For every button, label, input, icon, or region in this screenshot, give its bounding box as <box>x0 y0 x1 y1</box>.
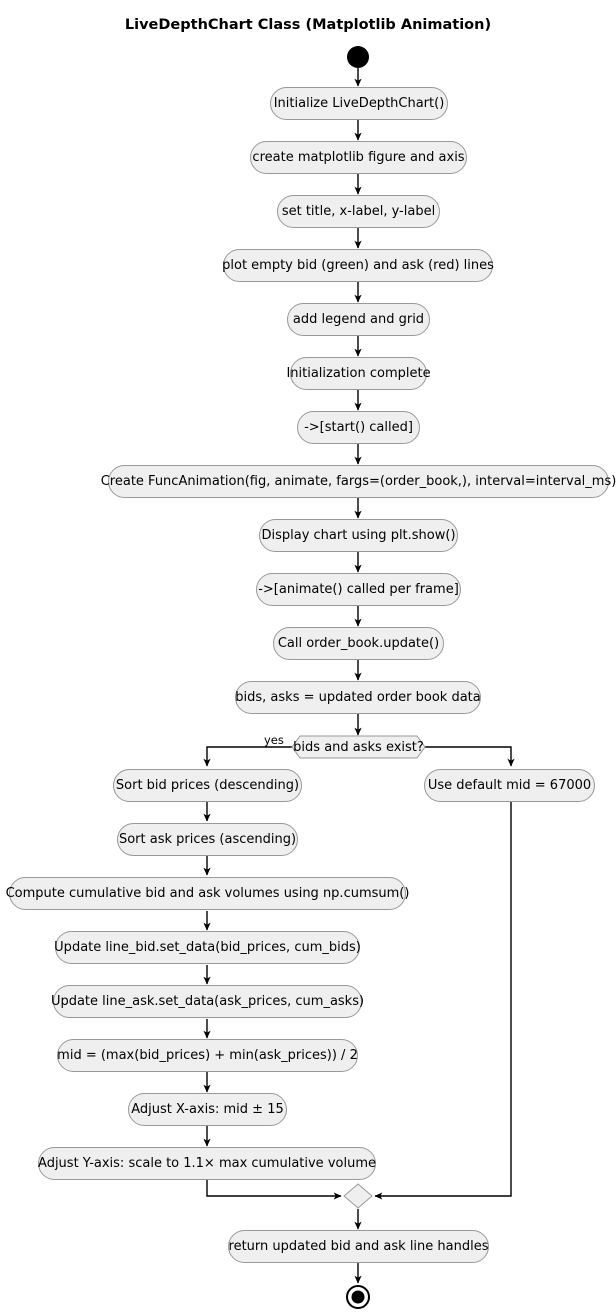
activity-node-compute-mid[interactable]: mid = (max(bid_prices) + min(ask_prices)… <box>57 1039 358 1072</box>
merge-diamond <box>343 1183 373 1209</box>
activity-node-sort-bid-prices[interactable]: Sort bid prices (descending) <box>113 769 302 802</box>
activity-node-create-funcanimation[interactable]: Create FuncAnimation(fig, animate, fargs… <box>101 465 616 498</box>
activity-node-animate-called-per-frame[interactable]: ->[animate() called per frame] <box>256 573 461 606</box>
activity-node-plot-empty-lines[interactable]: plot empty bid (green) and ask (red) lin… <box>222 249 494 282</box>
activity-node-create-figure-and-axis[interactable]: create matplotlib figure and axis <box>250 141 467 174</box>
activity-node-compute-cumulative-volumes[interactable]: Compute cumulative bid and ask volumes u… <box>6 877 409 910</box>
activity-node-adjust-y-axis[interactable]: Adjust Y-axis: scale to 1.1× max cumulat… <box>38 1147 376 1180</box>
decision-label-bids-and-asks-exist: bids and asks exist? <box>293 740 424 755</box>
activity-node-display-chart[interactable]: Display chart using plt.show() <box>259 519 458 552</box>
activity-node-initialization-complete[interactable]: Initialization complete <box>286 357 431 390</box>
activity-node-use-default-mid[interactable]: Use default mid = 67000 <box>424 769 595 802</box>
activity-node-update-line-bid[interactable]: Update line_bid.set_data(bid_prices, cum… <box>54 931 361 964</box>
activity-node-initialize-livedepthchart[interactable]: Initialize LiveDepthChart() <box>270 87 448 120</box>
decision-hexagon <box>291 735 426 759</box>
edge-label-yes: yes <box>264 733 284 747</box>
activity-node-start-called[interactable]: ->[start() called] <box>297 411 420 444</box>
activity-node-update-line-ask[interactable]: Update line_ask.set_data(ask_prices, cum… <box>51 985 364 1018</box>
activity-node-call-order-book-update[interactable]: Call order_book.update() <box>273 627 444 660</box>
activity-node-bids-asks-updated[interactable]: bids, asks = updated order book data <box>235 681 481 714</box>
start-circle-icon <box>347 46 369 68</box>
activity-node-sort-ask-prices[interactable]: Sort ask prices (ascending) <box>117 823 298 856</box>
end-circle-outer-icon <box>346 1285 370 1309</box>
activity-node-return-line-handles[interactable]: return updated bid and ask line handles <box>228 1230 489 1263</box>
activity-node-add-legend-and-grid[interactable]: add legend and grid <box>287 303 430 336</box>
page-title: LiveDepthChart Class (Matplotlib Animati… <box>124 17 492 33</box>
activity-node-adjust-x-axis[interactable]: Adjust X-axis: mid ± 15 <box>128 1093 287 1126</box>
activity-node-set-title-labels[interactable]: set title, x-label, y-label <box>277 195 440 228</box>
end-circle-inner-icon <box>351 1290 365 1304</box>
